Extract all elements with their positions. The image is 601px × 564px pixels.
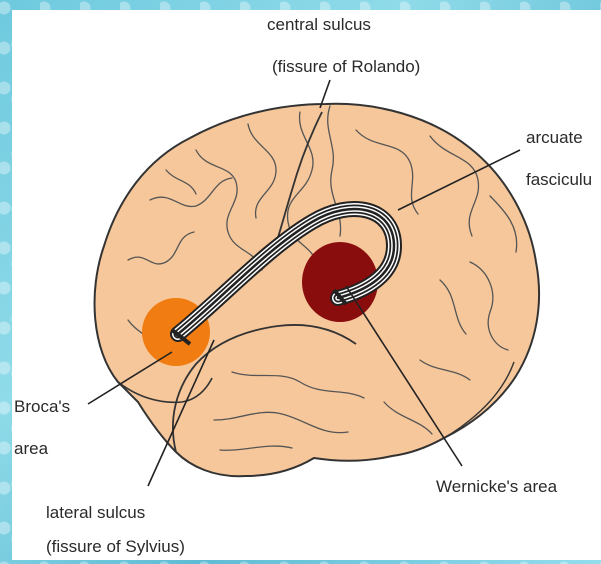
lateral-sulcus-label-2: (fissure of Sylvius) xyxy=(46,537,185,556)
broca-label-1: Broca's xyxy=(14,397,70,416)
central-sulcus-label-2: (fissure of Rolando) xyxy=(272,57,420,76)
arcuate-label-2: fasciculu xyxy=(526,170,592,189)
central-sulcus-label-1: central sulcus xyxy=(267,15,371,34)
broca-label-2: area xyxy=(14,439,49,458)
lateral-sulcus-label-1: lateral sulcus xyxy=(46,503,145,522)
wernicke-label: Wernicke's area xyxy=(436,477,558,496)
arcuate-label-1: arcuate xyxy=(526,128,583,147)
